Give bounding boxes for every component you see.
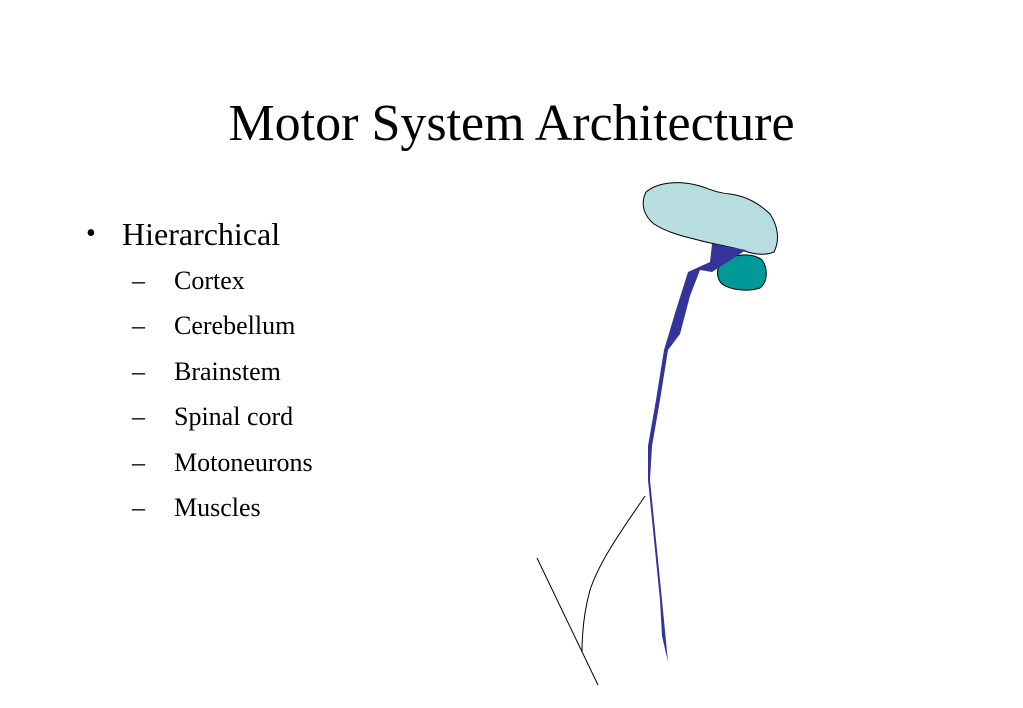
bullet-hierarchical: • Hierarchical – Cortex – Cerebellum – B… [84, 214, 313, 530]
sub-bullet-motoneurons: – Motoneurons [132, 440, 313, 485]
spinal-cord-shape [648, 244, 746, 662]
motor-system-diagram [536, 182, 778, 686]
sub-bullet-brainstem: – Brainstem [132, 349, 313, 394]
sub-bullet-text: Cerebellum [174, 311, 296, 341]
dash-marker: – [132, 447, 145, 477]
dash-marker: – [132, 311, 145, 341]
dash-marker: – [132, 356, 145, 386]
slide-title: Motor System Architecture [228, 95, 795, 152]
sub-bullet-spinal-cord: – Spinal cord [132, 394, 313, 439]
sub-bullet-cerebellum: – Cerebellum [132, 303, 313, 348]
sub-bullet-text: Muscles [174, 493, 261, 523]
sub-bullet-muscles: – Muscles [132, 485, 313, 530]
sub-bullet-text: Motoneurons [174, 447, 313, 477]
sub-bullet-cortex: – Cortex [132, 258, 313, 303]
cerebellum-shape [717, 254, 767, 291]
sub-bullet-text: Brainstem [174, 356, 281, 386]
bullet-list: • Hierarchical – Cortex – Cerebellum – B… [84, 214, 313, 530]
muscle-line [536, 557, 599, 686]
cortex-shape [642, 182, 778, 255]
dash-marker: – [132, 493, 145, 523]
nerve-fiber [581, 495, 646, 653]
sub-bullet-text: Spinal cord [174, 402, 294, 432]
sub-bullet-text: Cortex [174, 266, 245, 295]
sub-bullet-list: – Cortex – Cerebellum – Brainstem – Spin… [122, 258, 313, 530]
bullet-marker: • [86, 218, 96, 249]
dash-marker: – [132, 402, 145, 432]
dash-marker: – [132, 266, 145, 295]
bullet-text: Hierarchical [122, 216, 281, 252]
